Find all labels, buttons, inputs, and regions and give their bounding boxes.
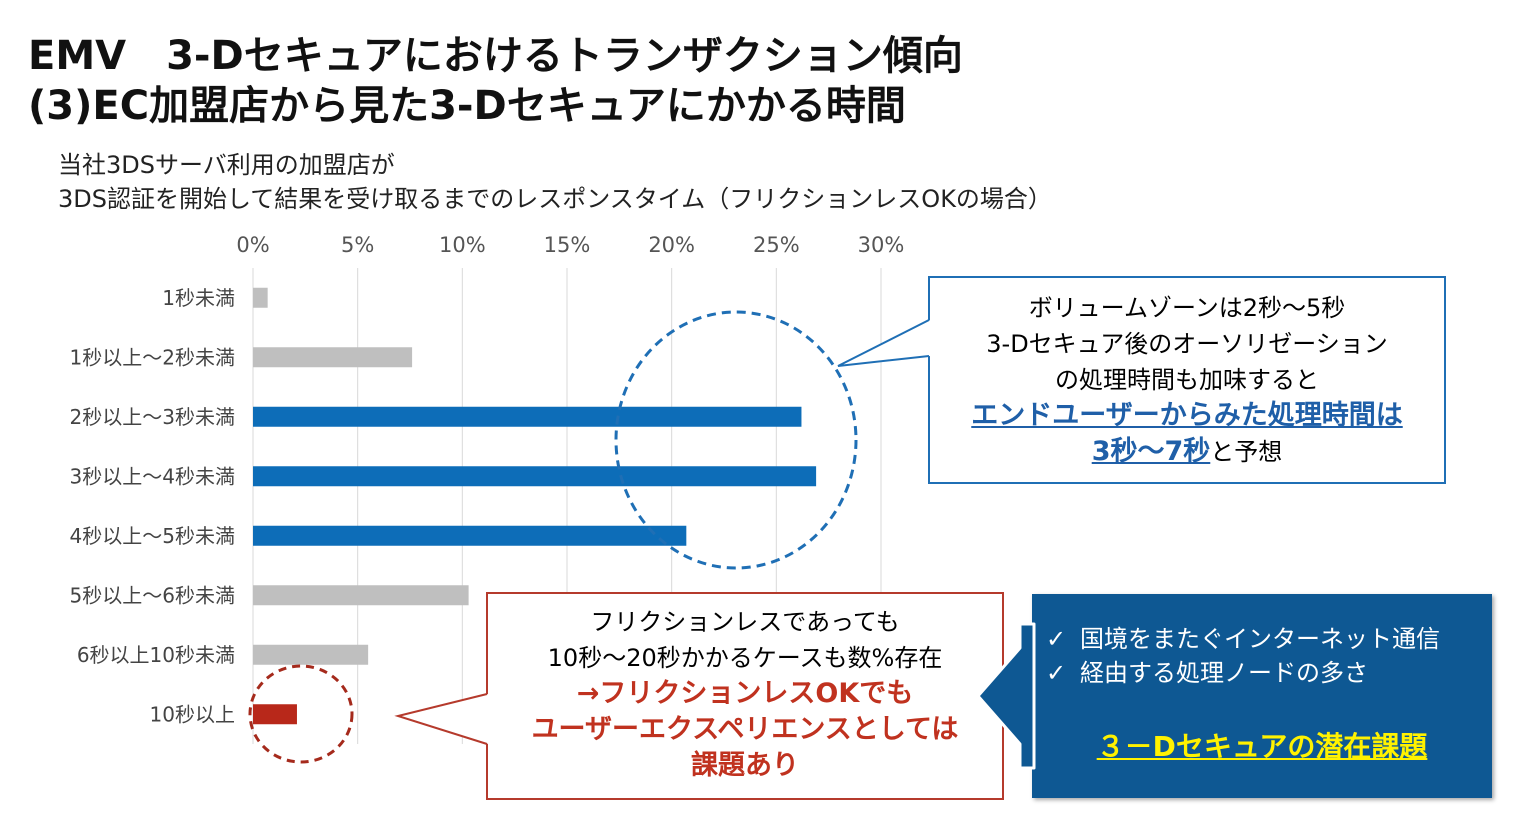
panel-item-2-text: 経由する処理ノードの多さ — [1080, 659, 1368, 687]
subtitle-line-1: 当社3DSサーバ利用の加盟店が — [58, 151, 395, 179]
callout-red-line-1: フリクションレスであっても — [590, 608, 900, 636]
bar — [253, 644, 369, 665]
expected-time-highlight: 3秒～7秒 — [1091, 436, 1211, 467]
bar — [253, 347, 413, 368]
category-label: 6秒以上10秒未満 — [77, 643, 235, 667]
frictionless-issue-callout: フリクションレスであっても 10秒～20秒かかるケースも数%存在 →フリクション… — [486, 592, 1004, 800]
checkmark-icon: ✓ — [1046, 625, 1067, 653]
category-label: 5秒以上～6秒未満 — [70, 583, 235, 607]
callout-red-line-4: ユーザーエクスペリエンスとしては — [531, 714, 959, 745]
x-tick-label: 25% — [753, 233, 800, 257]
panel-item-1-text: 国境をまたぐインターネット通信 — [1080, 625, 1440, 653]
title-line-1: EMV 3-Dセキュアにおけるトランザクション傾向 — [28, 33, 963, 79]
category-label: 2秒以上～3秒未満 — [70, 405, 235, 429]
bar — [253, 406, 802, 427]
callout-red-line-2: 10秒～20秒かかるケースも数%存在 — [547, 644, 943, 672]
bar — [253, 525, 687, 546]
subtitle-line-2: 3DS認証を開始して結果を受け取るまでのレスポンスタイム（フリクションレスOKの… — [58, 185, 1052, 213]
category-label: 4秒以上～5秒未満 — [70, 524, 235, 548]
category-label: 10秒以上 — [150, 702, 235, 726]
bar — [253, 466, 817, 487]
category-label: 3秒以上～4秒未満 — [70, 464, 235, 488]
title-line-2: (3)EC加盟店から見た3-Dセキュアにかかる時間 — [28, 83, 906, 129]
callout-blue-line-4: エンドユーザーからみた処理時間は — [971, 400, 1403, 431]
latent-issue-title: ３－Dセキュアの潜在課題 — [1096, 730, 1428, 763]
callout-blue-line-5: 3秒～7秒と予想 — [930, 434, 1444, 470]
volume-zone-callout: ボリュームゾーンは2秒～5秒 3-Dセキュア後のオーソリゼーション の処理時間も… — [928, 276, 1446, 484]
latent-issue-panel: ✓ 国境をまたぐインターネット通信 ✓ 経由する処理ノードの多さ ３－Dセキュアの潜… — [1032, 594, 1492, 798]
x-tick-label: 0% — [236, 233, 269, 257]
category-label: 1秒未満 — [162, 286, 235, 310]
x-tick-label: 30% — [858, 233, 905, 257]
x-tick-label: 5% — [341, 233, 374, 257]
category-label: 1秒以上～2秒未満 — [70, 345, 235, 369]
x-tick-label: 20% — [648, 233, 695, 257]
panel-item-2: ✓ 経由する処理ノードの多さ — [1046, 656, 1492, 690]
expected-time-suffix: と予想 — [1210, 438, 1283, 466]
checkmark-icon: ✓ — [1046, 659, 1067, 687]
panel-item-1: ✓ 国境をまたぐインターネット通信 — [1046, 622, 1492, 656]
callout-blue-line-1: ボリュームゾーンは2秒～5秒 — [1028, 294, 1346, 322]
callout-blue-line-2: 3-Dセキュア後のオーソリゼーション — [986, 330, 1388, 358]
callout-red-line-3: →フリクションレスOKでも — [576, 678, 914, 709]
x-tick-label: 15% — [544, 233, 591, 257]
bar — [253, 585, 469, 606]
x-tick-label: 10% — [439, 233, 486, 257]
callout-blue-line-3: の処理時間も加味すると — [1055, 366, 1319, 394]
bar — [253, 287, 268, 308]
callout-red-line-5: 課題あり — [691, 750, 799, 781]
bar — [253, 704, 297, 725]
